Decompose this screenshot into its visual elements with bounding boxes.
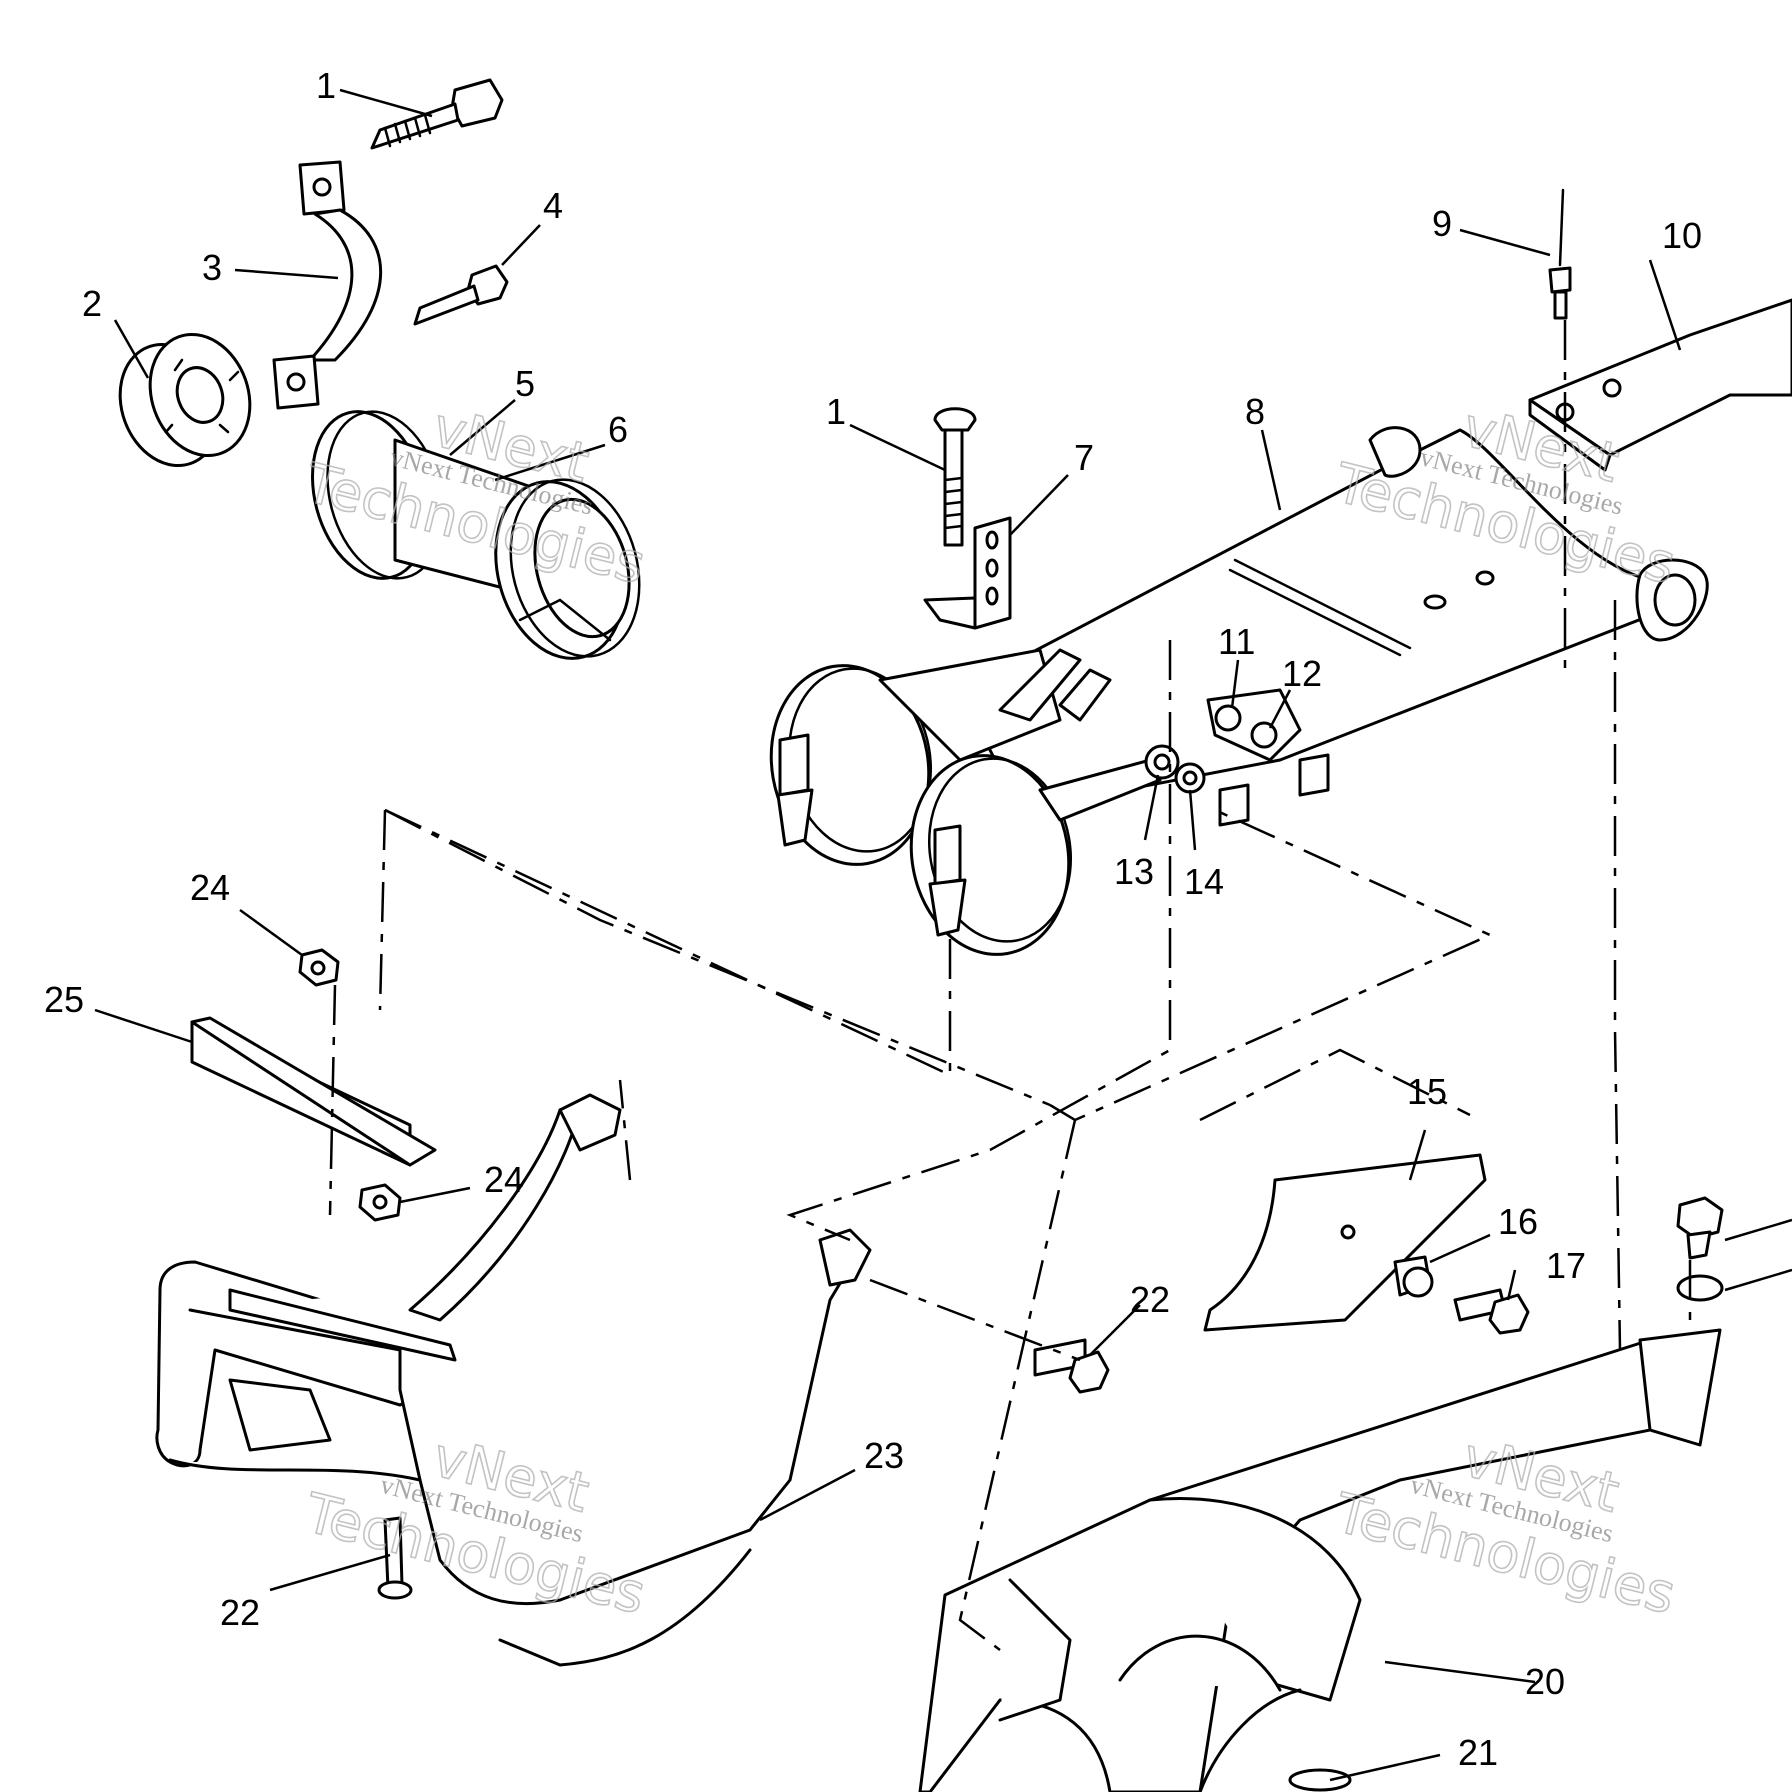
part-bolt-17: [1453, 1288, 1530, 1335]
part-bolt-1-top: [370, 78, 504, 150]
part-bolt-22-right: [1033, 1338, 1110, 1394]
callout-24-top: 24: [190, 867, 230, 908]
callout-14: 14: [1184, 861, 1224, 902]
callout-4: 4: [543, 185, 563, 226]
part-sleeve-5-6: [310, 410, 641, 660]
callout-8: 8: [1245, 391, 1265, 432]
part-bolt-right-edge: [1676, 1196, 1724, 1302]
part-frame-8: [958, 426, 1709, 812]
part-bolt-4: [413, 264, 509, 326]
callout-24-bottom: 24: [484, 1159, 524, 1200]
callout-17: 17: [1546, 1245, 1586, 1286]
callout-22-right: 22: [1130, 1279, 1170, 1320]
callout-23: 23: [864, 1435, 904, 1476]
callout-13: 13: [1114, 851, 1154, 892]
callout-9: 9: [1432, 203, 1452, 244]
callout-15: 15: [1407, 1071, 1447, 1112]
callout-16: 16: [1498, 1201, 1538, 1242]
part-bolt-22-left: [377, 1516, 413, 1600]
part-nut-24-top: [298, 948, 340, 987]
callout-11: 11: [1218, 621, 1255, 662]
part-bracket-7: [923, 516, 1012, 630]
callout-5: 5: [515, 363, 535, 404]
alignment-lines: [328, 320, 1692, 1651]
part-bolt-1-middle: [933, 407, 977, 547]
callout-10: 10: [1662, 215, 1702, 256]
part-fender-20: [918, 1328, 1722, 1792]
callout-21: 21: [1458, 1732, 1498, 1773]
callout-22-left: 22: [220, 1592, 260, 1633]
callout-25: 25: [44, 979, 84, 1020]
part-spacer-16: [1393, 1255, 1434, 1298]
part-pin-9: [1548, 188, 1572, 320]
callout-12: 12: [1282, 653, 1322, 694]
callout-3: 3: [202, 247, 222, 288]
callout-1-top: 1: [316, 65, 336, 106]
callout-1-middle: 1: [826, 391, 846, 432]
callout-labels: 1 1 2 3 4 5 6 7 8 9 10 11 12 13 14 15 16…: [44, 65, 1702, 1773]
part-nut-24-bottom: [358, 1183, 402, 1222]
part-clamp-3: [272, 160, 383, 410]
callout-20: 20: [1525, 1661, 1565, 1702]
callout-7: 7: [1074, 437, 1094, 478]
callout-6: 6: [608, 409, 628, 450]
part-clamp-ring-lower: [909, 754, 1073, 956]
part-angle-plate-25: [190, 1016, 437, 1167]
part-bracket-15: [1203, 1153, 1487, 1332]
callout-2: 2: [82, 283, 102, 324]
leader-lines: [94, 88, 1792, 1782]
part-frame-struts: [878, 648, 1162, 822]
part-clamp-ring-upper: [769, 664, 933, 866]
part-tube-frame-23: [155, 1093, 872, 1667]
